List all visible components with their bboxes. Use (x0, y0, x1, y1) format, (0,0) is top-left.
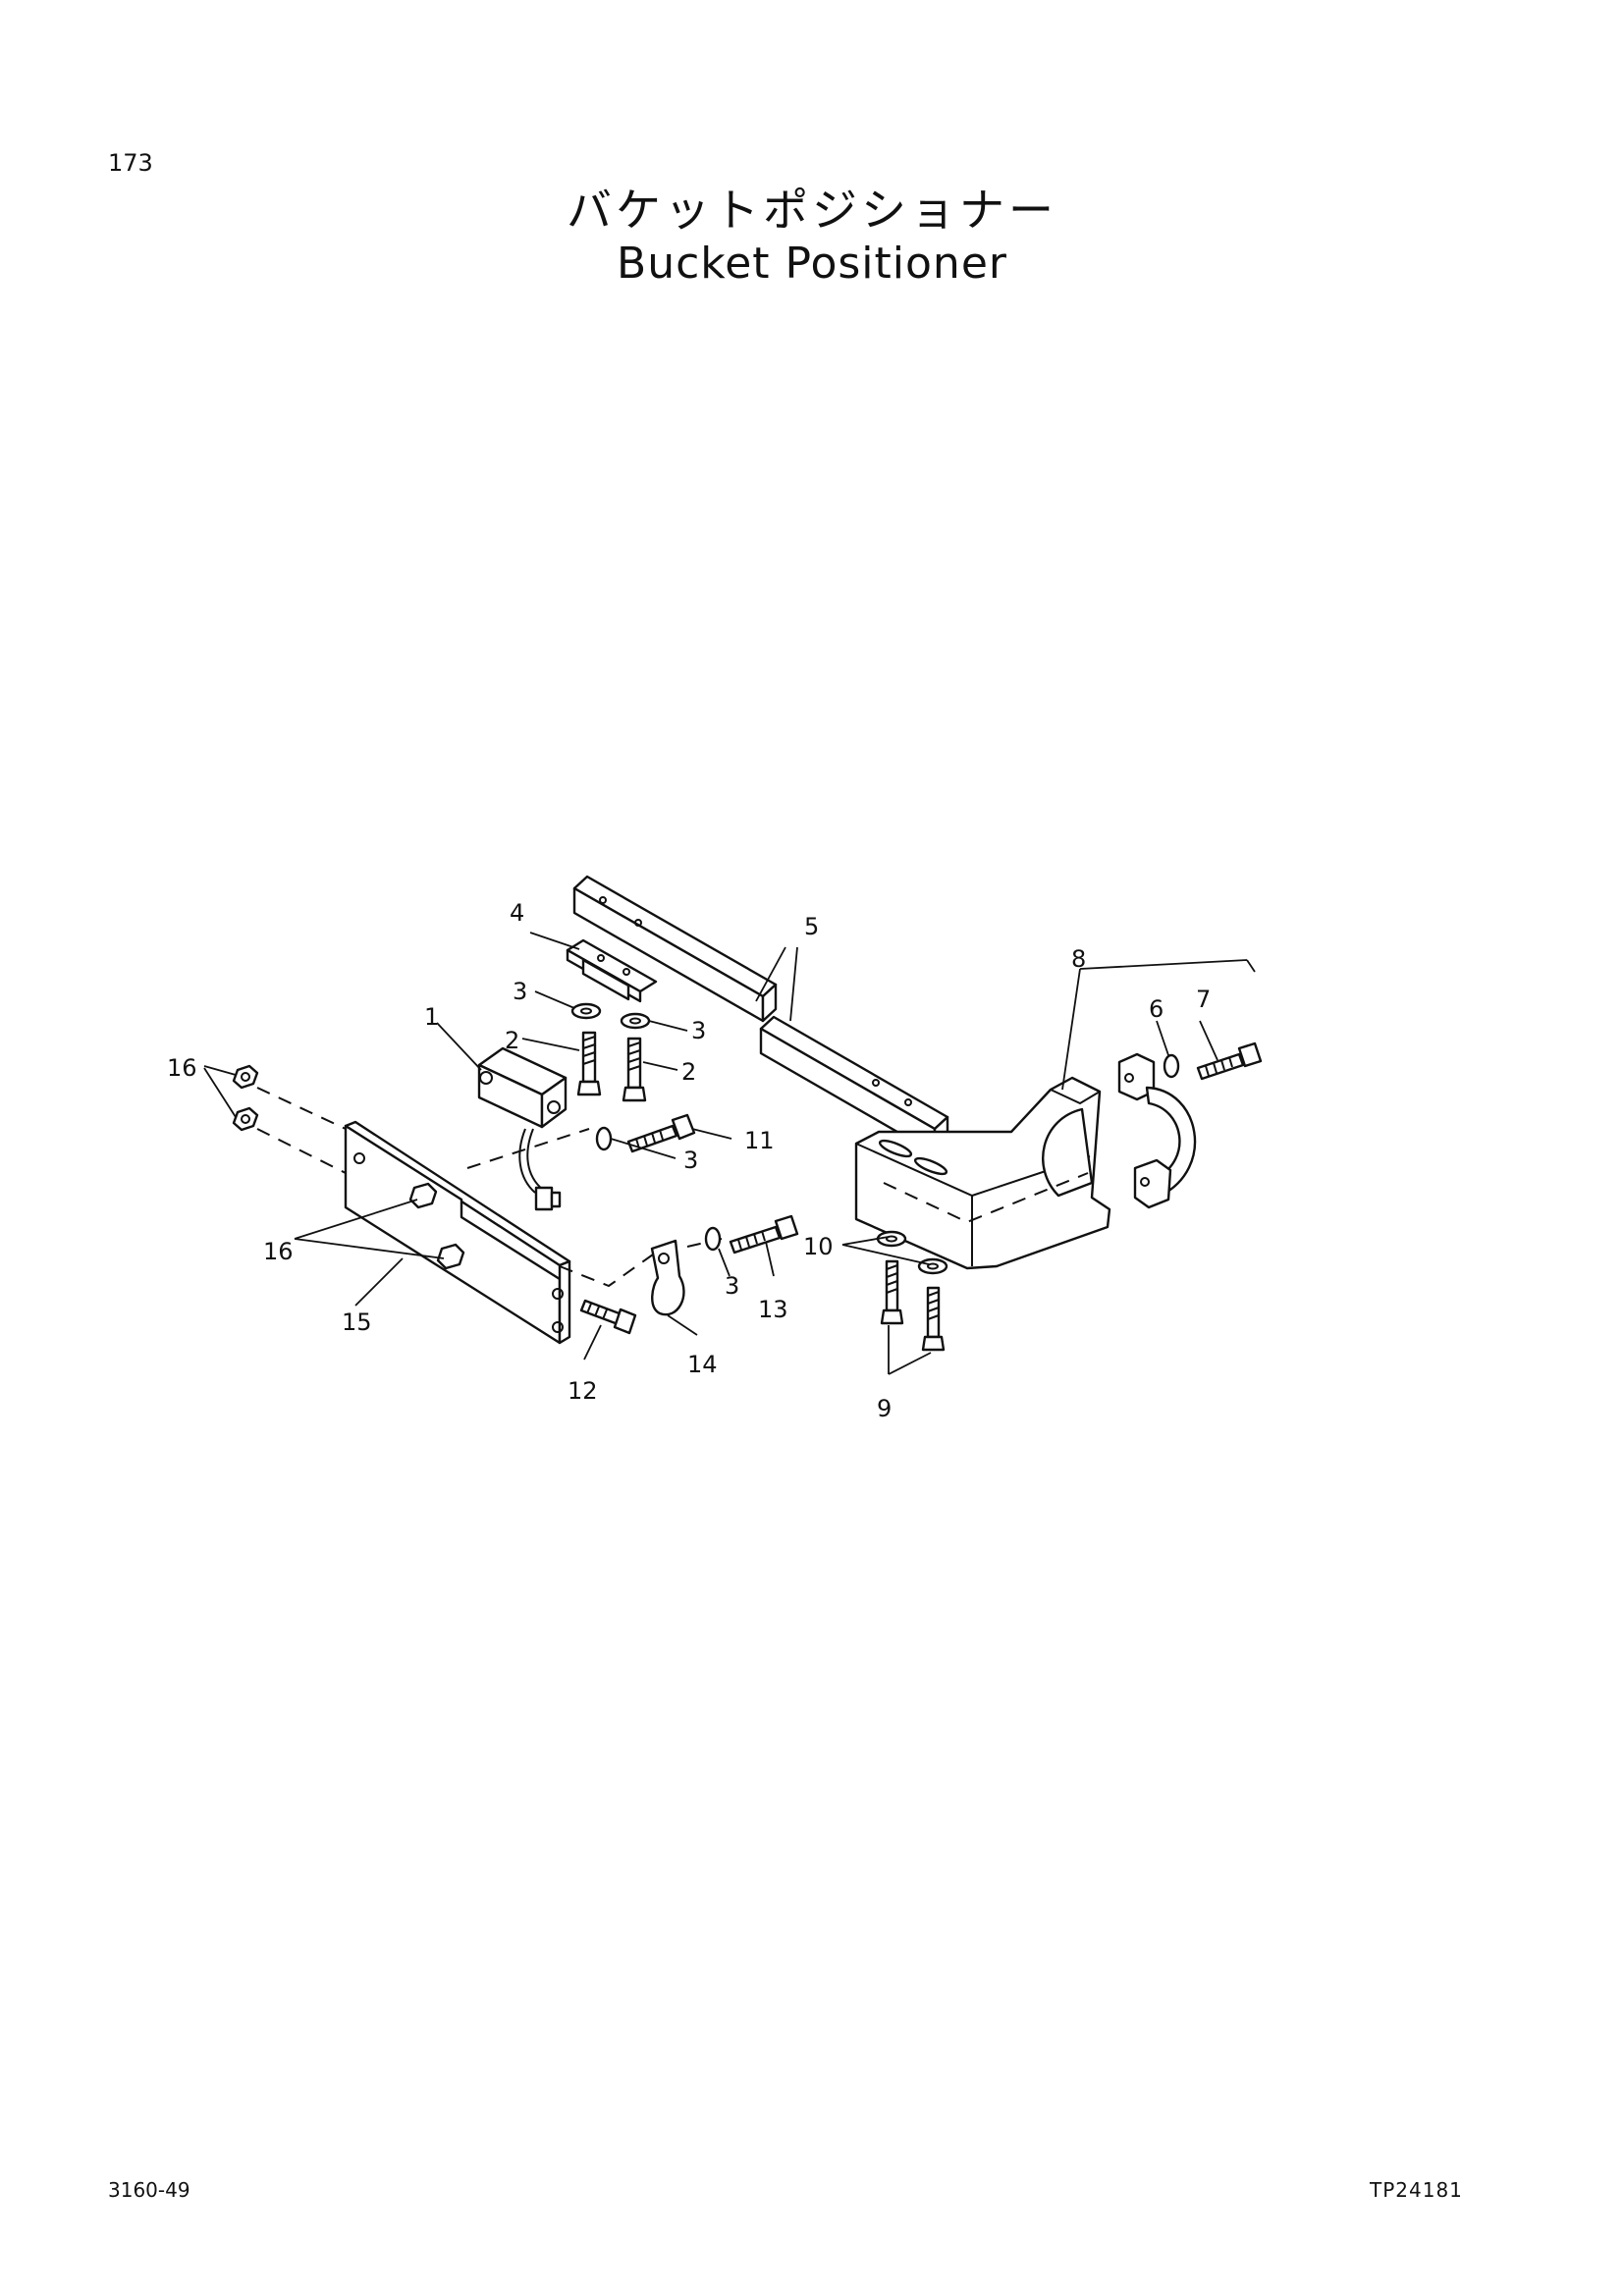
part-8-clamp (1117, 1052, 1197, 1209)
callout-11: 11 (744, 1127, 775, 1154)
callout-16: 16 (263, 1238, 294, 1265)
callout-7: 7 (1196, 986, 1211, 1013)
callout-5: 5 (804, 913, 819, 940)
part-8-bracket (854, 1076, 1111, 1270)
callout-15: 15 (342, 1308, 372, 1336)
title-english: Bucket Positioner (617, 239, 1007, 289)
callout-12: 12 (568, 1377, 598, 1405)
callout-3: 3 (683, 1147, 698, 1174)
callout-3: 3 (513, 978, 527, 1005)
document-code: 3160-49 (108, 2178, 190, 2202)
callout-2: 2 (505, 1027, 519, 1054)
callout-8: 8 (1071, 945, 1086, 973)
part-11-bolt (626, 1113, 696, 1153)
callout-14: 14 (687, 1351, 718, 1378)
part-13-bolt (729, 1214, 799, 1255)
page-number: 173 (108, 149, 153, 177)
part-12-bolt (579, 1299, 637, 1335)
callout-4: 4 (510, 899, 524, 927)
part-16-nut (408, 1182, 438, 1209)
part-9-bolt (880, 1259, 904, 1325)
callout-13: 13 (758, 1296, 788, 1323)
callout-3: 3 (691, 1017, 706, 1044)
part-6-washer (1163, 1053, 1180, 1079)
drawing-number: TP24181 (1370, 2178, 1463, 2202)
part-9-bolt (921, 1286, 946, 1352)
part-4-bracket (566, 938, 658, 1003)
callout-1: 1 (424, 1003, 439, 1031)
part-2-bolt (622, 1037, 647, 1102)
part-2-bolt (576, 1031, 602, 1096)
part-14-clip (650, 1239, 685, 1316)
callout-6: 6 (1149, 995, 1164, 1023)
callout-16: 16 (167, 1054, 197, 1082)
part-3-washer (704, 1226, 722, 1252)
part-16-nut (436, 1243, 465, 1270)
part-16-nut (232, 1106, 259, 1132)
part-1-sensor (477, 1046, 568, 1211)
callout-3: 3 (725, 1272, 739, 1300)
part-10-washer (917, 1257, 948, 1275)
part-3-washer (570, 1002, 602, 1020)
callout-9: 9 (877, 1395, 892, 1422)
part-7-bolt (1196, 1041, 1263, 1081)
part-16-nut (232, 1064, 259, 1090)
part-15-plate (344, 1120, 571, 1345)
callout-10: 10 (803, 1233, 834, 1260)
part-5-bar (572, 875, 949, 1155)
part-3-washer (620, 1012, 651, 1030)
part-3-washer (595, 1126, 613, 1151)
title-japanese: バケットポジショナー (567, 184, 1057, 237)
callout-2: 2 (681, 1058, 696, 1086)
